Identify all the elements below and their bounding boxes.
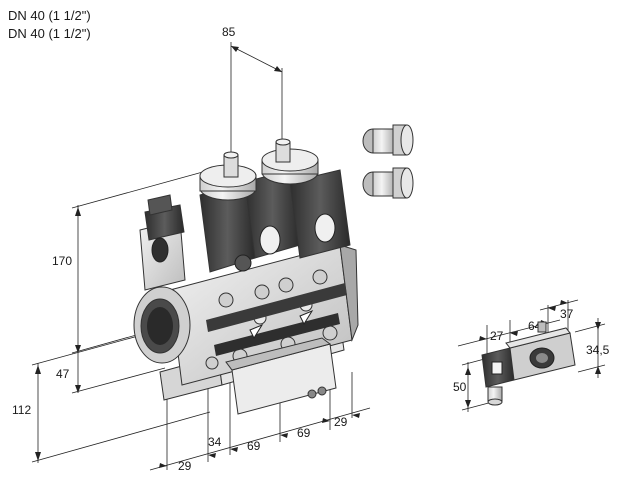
dim-label-69-b: 69: [297, 426, 311, 440]
dim-label-29-right: 29: [334, 415, 348, 429]
dim-label-85: 85: [222, 25, 236, 39]
dim-label-50: 50: [453, 380, 467, 394]
dim-label-112: 112: [12, 403, 31, 417]
dim-label-27: 27: [490, 329, 504, 343]
title-line-1: DN 40 (1 1/2"): [8, 8, 91, 23]
dim-label-47: 47: [56, 367, 70, 381]
cable-gland-top: [362, 124, 414, 156]
dim-label-170: 170: [52, 254, 72, 268]
dim-label-37: 37: [560, 307, 574, 321]
dim-label-34: 34: [208, 435, 222, 449]
dim-label-69-a: 69: [247, 439, 261, 453]
pressure-switch: [481, 321, 576, 406]
valve-assembly: [133, 138, 359, 415]
dim-label-34-5: 34,5: [586, 343, 610, 357]
title-line-2: DN 40 (1 1/2"): [8, 26, 91, 41]
cable-gland-bottom: [362, 167, 414, 199]
dim-label-29-left: 29: [178, 459, 192, 473]
bolt-heads: [205, 269, 338, 370]
dimension-labels: 85 170 47 112 29 34 69 69 29 27 64 37 34…: [12, 25, 610, 473]
